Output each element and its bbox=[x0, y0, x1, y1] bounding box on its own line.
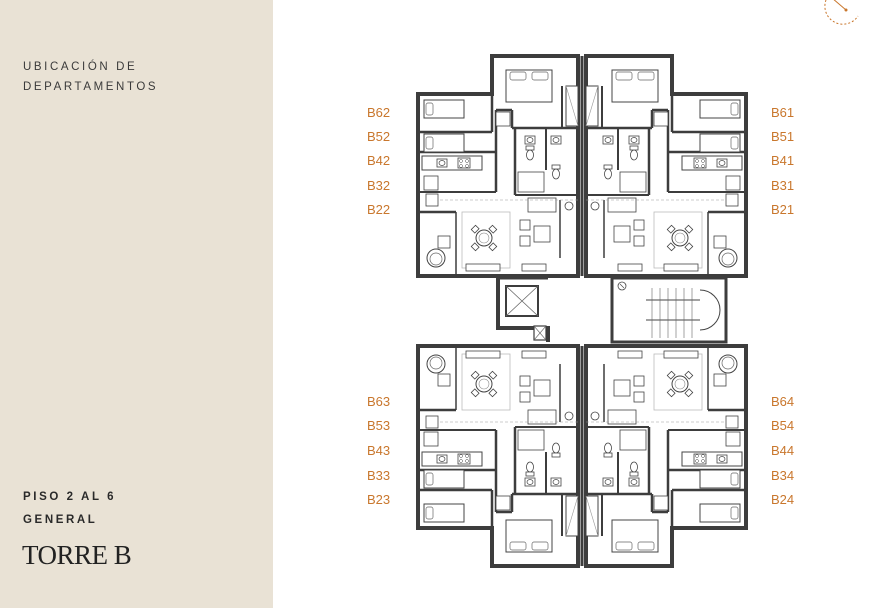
unit-label: B42 bbox=[367, 153, 391, 168]
apartment-bottom-left bbox=[418, 346, 578, 566]
unit-label: B44 bbox=[771, 443, 795, 458]
core bbox=[496, 276, 728, 344]
floor-range-line1: PISO 2 AL 6 bbox=[23, 491, 117, 503]
apartment-bottom-right bbox=[586, 346, 746, 566]
unit-label: B54 bbox=[771, 418, 795, 433]
compass-rose-icon bbox=[824, 0, 859, 25]
unit-label: B51 bbox=[771, 129, 795, 144]
unit-label: B32 bbox=[367, 178, 391, 193]
unit-label: B31 bbox=[771, 178, 795, 193]
unit-label: B23 bbox=[367, 492, 391, 507]
unit-label: B43 bbox=[367, 443, 391, 458]
unit-label: B52 bbox=[367, 129, 391, 144]
section-title-line1: UBICACIÓN DE bbox=[23, 61, 138, 73]
unit-label: B33 bbox=[367, 468, 391, 483]
apartment-top-right bbox=[586, 56, 746, 276]
unit-label: B63 bbox=[367, 394, 391, 409]
floor-range: PISO 2 AL 6 GENERAL bbox=[23, 486, 116, 532]
unit-label: B53 bbox=[367, 418, 391, 433]
unit-label: B41 bbox=[771, 153, 795, 168]
unit-label: B21 bbox=[771, 202, 795, 217]
unit-label: B61 bbox=[771, 105, 795, 120]
unit-label: B24 bbox=[771, 492, 795, 507]
unit-label: B64 bbox=[771, 394, 795, 409]
apartment-top-left bbox=[418, 56, 578, 276]
section-title-line2: DEPARTAMENTOS bbox=[23, 81, 159, 93]
tower-name: TORRE B bbox=[22, 540, 132, 570]
floor-range-line2: GENERAL bbox=[23, 514, 98, 526]
sidebar: UBICACIÓN DE DEPARTAMENTOS PISO 2 AL 6 G… bbox=[0, 0, 273, 608]
unit-label: B62 bbox=[367, 105, 391, 120]
unit-label: B34 bbox=[771, 468, 795, 483]
stair-icon bbox=[617, 281, 721, 338]
section-title: UBICACIÓN DE DEPARTAMENTOS bbox=[23, 57, 158, 97]
unit-label: B22 bbox=[367, 202, 391, 217]
